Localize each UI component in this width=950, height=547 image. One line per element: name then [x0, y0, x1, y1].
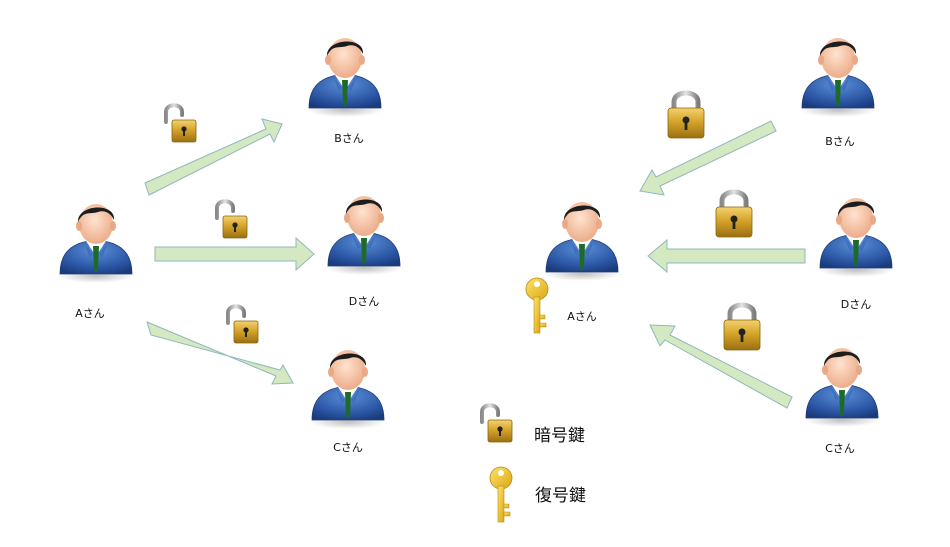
person-label: Bさん	[334, 132, 364, 145]
person-c: Cさん	[309, 349, 387, 454]
key-icon	[489, 466, 513, 523]
arrow-b-to-a	[639, 120, 777, 196]
open-lock-icon	[164, 103, 198, 144]
legend-decryption-key: 復号鍵	[489, 466, 586, 523]
person-icon	[309, 349, 387, 430]
person-label: Cさん	[825, 442, 855, 455]
person-label: Cさん	[333, 441, 363, 454]
open-lock-icon	[480, 403, 514, 444]
person-b: Bさん	[306, 37, 384, 145]
left-panel: Aさん Bさん Dさん Cさん	[57, 37, 403, 454]
person-d: Dさん	[325, 195, 403, 308]
arrow-a-to-d	[154, 236, 315, 272]
person-label: Aさん	[567, 310, 597, 323]
key-icon	[525, 277, 549, 334]
person-a: Aさん	[57, 203, 135, 320]
person-icon	[803, 347, 881, 428]
closed-lock-icon	[716, 192, 752, 237]
arrow-a-to-c	[146, 321, 294, 385]
person-icon	[799, 37, 877, 118]
person-label: Aさん	[75, 307, 105, 320]
person-icon	[306, 37, 384, 118]
legend-encryption-key: 暗号鍵	[480, 403, 585, 446]
right-panel: Aさん Bさん Dさん Cさん	[525, 37, 895, 455]
person-d: Dさん	[817, 197, 895, 311]
arrow-a-to-b	[144, 118, 283, 196]
person-b: Bさん	[799, 37, 877, 148]
open-lock-icon	[215, 199, 249, 240]
person-c: Cさん	[803, 347, 881, 455]
person-icon	[57, 203, 135, 284]
closed-lock-icon	[668, 93, 704, 138]
person-icon	[325, 195, 403, 276]
legend-label-decryption-key: 復号鍵	[535, 486, 586, 506]
person-label: Bさん	[825, 135, 855, 148]
legend-label-encryption-key: 暗号鍵	[534, 426, 585, 446]
person-label: Dさん	[841, 298, 871, 311]
person-icon	[817, 197, 895, 278]
person-a: Aさん	[543, 201, 621, 323]
arrow-c-to-a	[649, 324, 793, 409]
closed-lock-icon	[724, 305, 760, 350]
arrow-d-to-a	[647, 238, 806, 274]
legend: 暗号鍵 復号鍵	[480, 403, 586, 523]
open-lock-icon	[226, 304, 260, 345]
person-icon	[543, 201, 621, 282]
person-label: Dさん	[349, 295, 379, 308]
